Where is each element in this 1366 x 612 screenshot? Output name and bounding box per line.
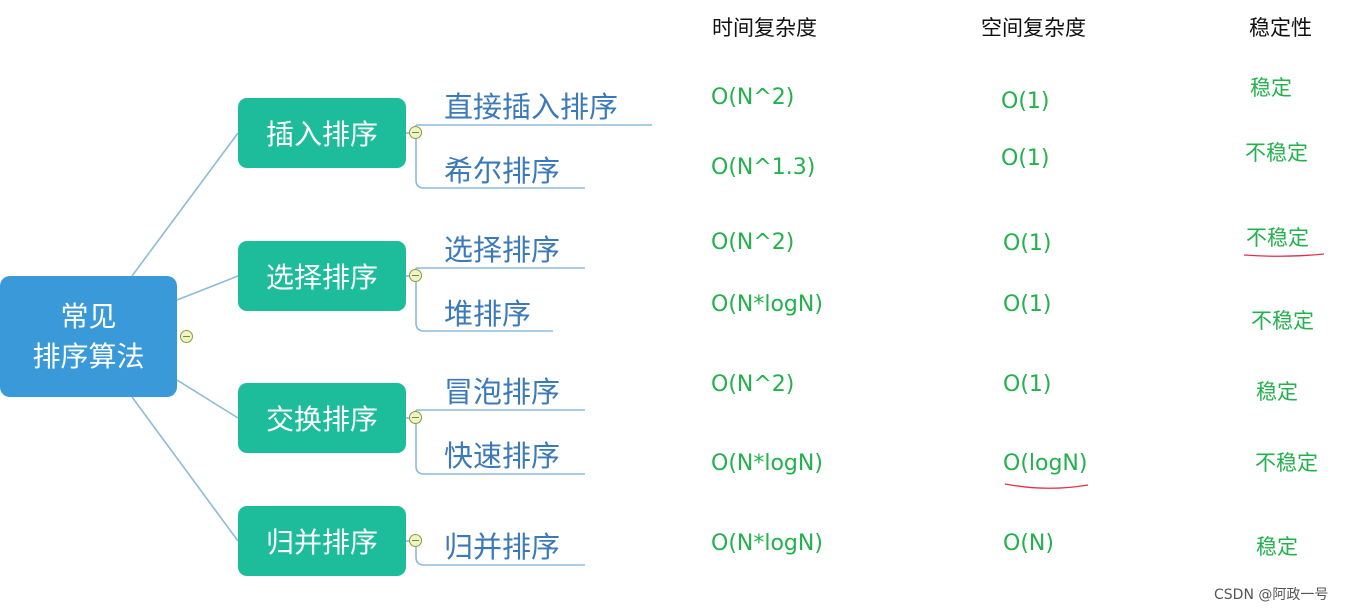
category-node-merge-sort[interactable]: 归并排序 bbox=[238, 506, 406, 576]
annotation-underline-quick-space bbox=[1004, 483, 1089, 489]
leaf-node-quick-sort[interactable]: 快速排序 bbox=[444, 439, 561, 473]
header-stability: 稳定性 bbox=[1249, 16, 1312, 40]
stability-value-selection: 不稳定 bbox=[1246, 226, 1309, 250]
space-value-quick: O(logN) bbox=[1003, 451, 1088, 476]
category-label: 归并排序 bbox=[265, 526, 378, 559]
space-value-shell: O(1) bbox=[1001, 146, 1050, 171]
header-space-complexity: 空间复杂度 bbox=[981, 16, 1086, 40]
annotation-underline-selection-stability bbox=[1243, 253, 1325, 257]
time-value-shell: O(N^1.3) bbox=[711, 155, 816, 180]
stability-value-heap: 不稳定 bbox=[1251, 309, 1314, 333]
stability-value-straight-insertion: 稳定 bbox=[1250, 76, 1292, 100]
space-value-heap: O(1) bbox=[1003, 292, 1052, 317]
time-value-selection: O(N^2) bbox=[711, 230, 795, 255]
collapse-toggle-exchange[interactable] bbox=[409, 411, 422, 424]
leaf-node-shell-sort[interactable]: 希尔排序 bbox=[444, 154, 561, 188]
collapse-toggle-insertion[interactable] bbox=[409, 126, 422, 139]
stability-value-merge: 稳定 bbox=[1256, 535, 1298, 559]
space-value-bubble: O(1) bbox=[1003, 372, 1052, 397]
leaf-node-heap-sort[interactable]: 堆排序 bbox=[444, 297, 532, 331]
leaf-node-straight-insertion[interactable]: 直接插入排序 bbox=[444, 90, 619, 124]
stability-value-quick: 不稳定 bbox=[1255, 451, 1318, 475]
root-label-line2: 排序算法 bbox=[32, 339, 145, 373]
collapse-toggle-selection[interactable] bbox=[409, 269, 422, 282]
time-value-bubble: O(N^2) bbox=[711, 372, 795, 397]
space-value-merge: O(N) bbox=[1003, 531, 1054, 556]
collapse-toggle-merge[interactable] bbox=[409, 534, 422, 547]
collapse-toggle-root[interactable] bbox=[180, 330, 193, 343]
root-node-common-sorting-algorithms[interactable]: 常见 排序算法 bbox=[0, 276, 177, 397]
stability-value-bubble: 稳定 bbox=[1256, 380, 1298, 404]
category-node-exchange-sort[interactable]: 交换排序 bbox=[238, 383, 406, 453]
time-value-straight-insertion: O(N^2) bbox=[711, 85, 795, 110]
category-label: 交换排序 bbox=[265, 403, 378, 436]
category-node-insertion-sort[interactable]: 插入排序 bbox=[238, 98, 406, 168]
category-node-selection-sort[interactable]: 选择排序 bbox=[238, 241, 406, 311]
time-value-quick: O(N*logN) bbox=[711, 451, 823, 476]
leaf-node-selection-sort[interactable]: 选择排序 bbox=[444, 233, 561, 267]
leaf-node-merge-sort[interactable]: 归并排序 bbox=[444, 530, 561, 564]
category-label: 选择排序 bbox=[265, 261, 378, 294]
space-value-selection: O(1) bbox=[1003, 231, 1052, 256]
header-time-complexity: 时间复杂度 bbox=[712, 16, 817, 40]
root-label-line1: 常见 bbox=[60, 299, 117, 333]
watermark: CSDN @阿政一号 bbox=[1214, 587, 1329, 603]
time-value-merge: O(N*logN) bbox=[711, 531, 823, 556]
space-value-straight-insertion: O(1) bbox=[1001, 89, 1050, 114]
leaf-node-bubble-sort[interactable]: 冒泡排序 bbox=[444, 375, 561, 409]
category-label: 插入排序 bbox=[265, 118, 378, 151]
stability-value-shell: 不稳定 bbox=[1245, 141, 1308, 165]
time-value-heap: O(N*logN) bbox=[711, 292, 823, 317]
